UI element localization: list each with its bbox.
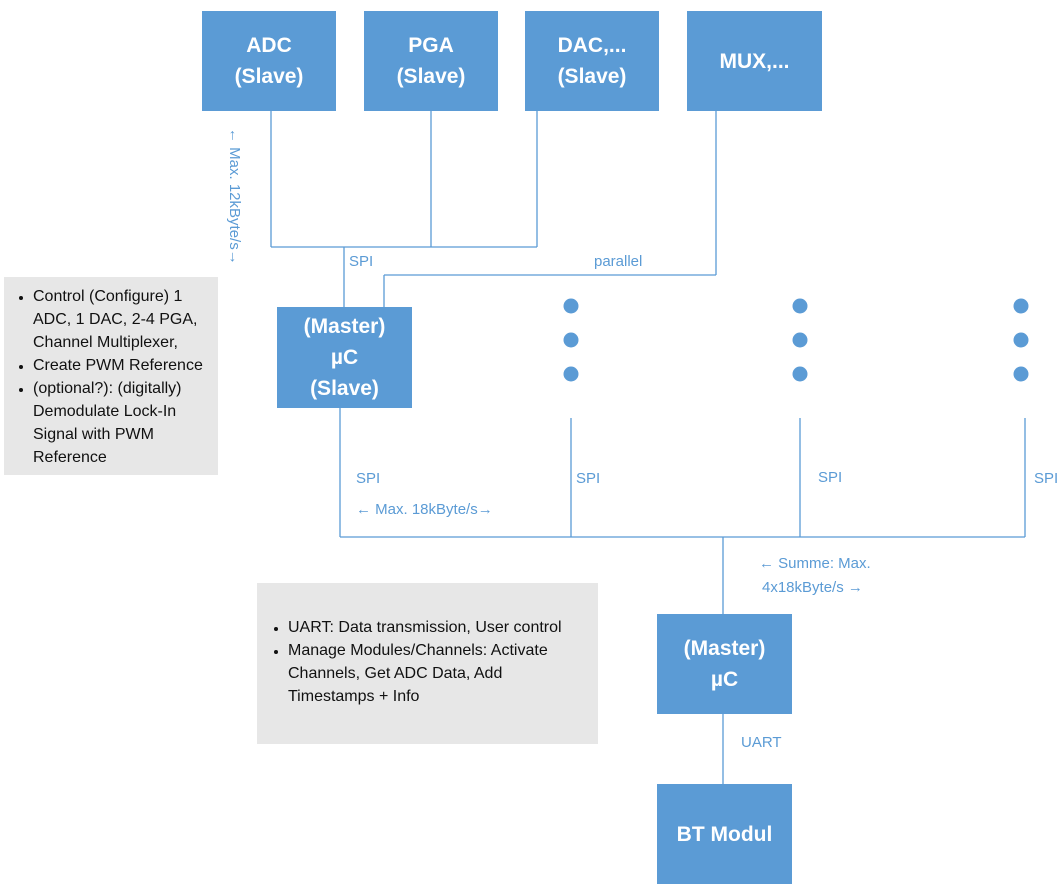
ellipsis-dot xyxy=(563,366,579,382)
module-uc-box: (Master) µC (Slave) xyxy=(277,307,412,408)
note-item: (optional?): (digitally) Demodulate Lock… xyxy=(33,377,214,469)
pga-box-line1: PGA xyxy=(408,34,454,57)
parallel-label: parallel xyxy=(594,253,643,270)
sum-rate-line1: ← Summe: Max. xyxy=(759,555,871,572)
ellipsis-dot xyxy=(1013,366,1029,382)
spi-bus-label-2: SPI xyxy=(576,470,601,487)
pga-box-line2: (Slave) xyxy=(396,65,466,88)
note-item: Control (Configure) 1 ADC, 1 DAC, 2-4 PG… xyxy=(33,285,214,354)
note-item: UART: Data transmission, User control xyxy=(288,616,584,639)
dac-box-line1: DAC,... xyxy=(557,34,627,57)
pga-box: PGA (Slave) xyxy=(364,11,498,111)
dac-box: DAC,... (Slave) xyxy=(525,11,659,111)
adc-box: ADC (Slave) xyxy=(202,11,336,111)
bt-module-box: BT Modul xyxy=(657,784,792,884)
spi-bus-label-1: SPI xyxy=(356,470,381,487)
main-uc-notes: UART: Data transmission, User control Ma… xyxy=(257,583,598,744)
main-uc-line2: µC xyxy=(710,668,739,691)
spi-label-top: SPI xyxy=(349,253,374,270)
ellipsis-dot xyxy=(792,332,808,348)
module-uc-line1: (Master) xyxy=(303,315,386,338)
rate-12k-label: ← Max. 12kByte/s→ xyxy=(226,128,243,265)
adc-box-line2: (Slave) xyxy=(234,65,304,88)
spi-bus-label-3: SPI xyxy=(818,469,843,486)
adc-box-line1: ADC xyxy=(246,34,292,57)
module-uc-line3: (Slave) xyxy=(310,377,379,400)
ellipsis-dot xyxy=(563,298,579,314)
rate-18k-label: ← Max. 18kByte/s→ xyxy=(356,501,493,518)
note-item: Manage Modules/Channels: Activate Channe… xyxy=(288,639,584,708)
main-uc-line1: (Master) xyxy=(683,637,766,660)
main-uc-notes-list: UART: Data transmission, User control Ma… xyxy=(264,616,584,708)
module-uc-line2: µC xyxy=(330,346,359,369)
main-uc-box: (Master) µC xyxy=(657,614,792,714)
ellipsis-dot xyxy=(1013,298,1029,314)
uart-label: UART xyxy=(741,734,782,751)
dac-box-line2: (Slave) xyxy=(557,65,627,88)
mux-box: MUX,... xyxy=(687,11,822,111)
mux-box-line1: MUX,... xyxy=(719,49,790,73)
ellipsis-dot xyxy=(563,332,579,348)
bt-module-label: BT Modul xyxy=(676,822,773,846)
note-item: Create PWM Reference xyxy=(33,354,214,377)
ellipsis-dot xyxy=(1013,332,1029,348)
module-uc-notes-list: Control (Configure) 1 ADC, 1 DAC, 2-4 PG… xyxy=(9,285,214,469)
ellipsis-dot xyxy=(792,298,808,314)
spi-bus-label-4: SPI xyxy=(1034,470,1059,487)
module-uc-notes: Control (Configure) 1 ADC, 1 DAC, 2-4 PG… xyxy=(4,277,218,475)
sum-rate-line2: 4x18kByte/s → xyxy=(762,579,863,596)
ellipsis-dot xyxy=(792,366,808,382)
